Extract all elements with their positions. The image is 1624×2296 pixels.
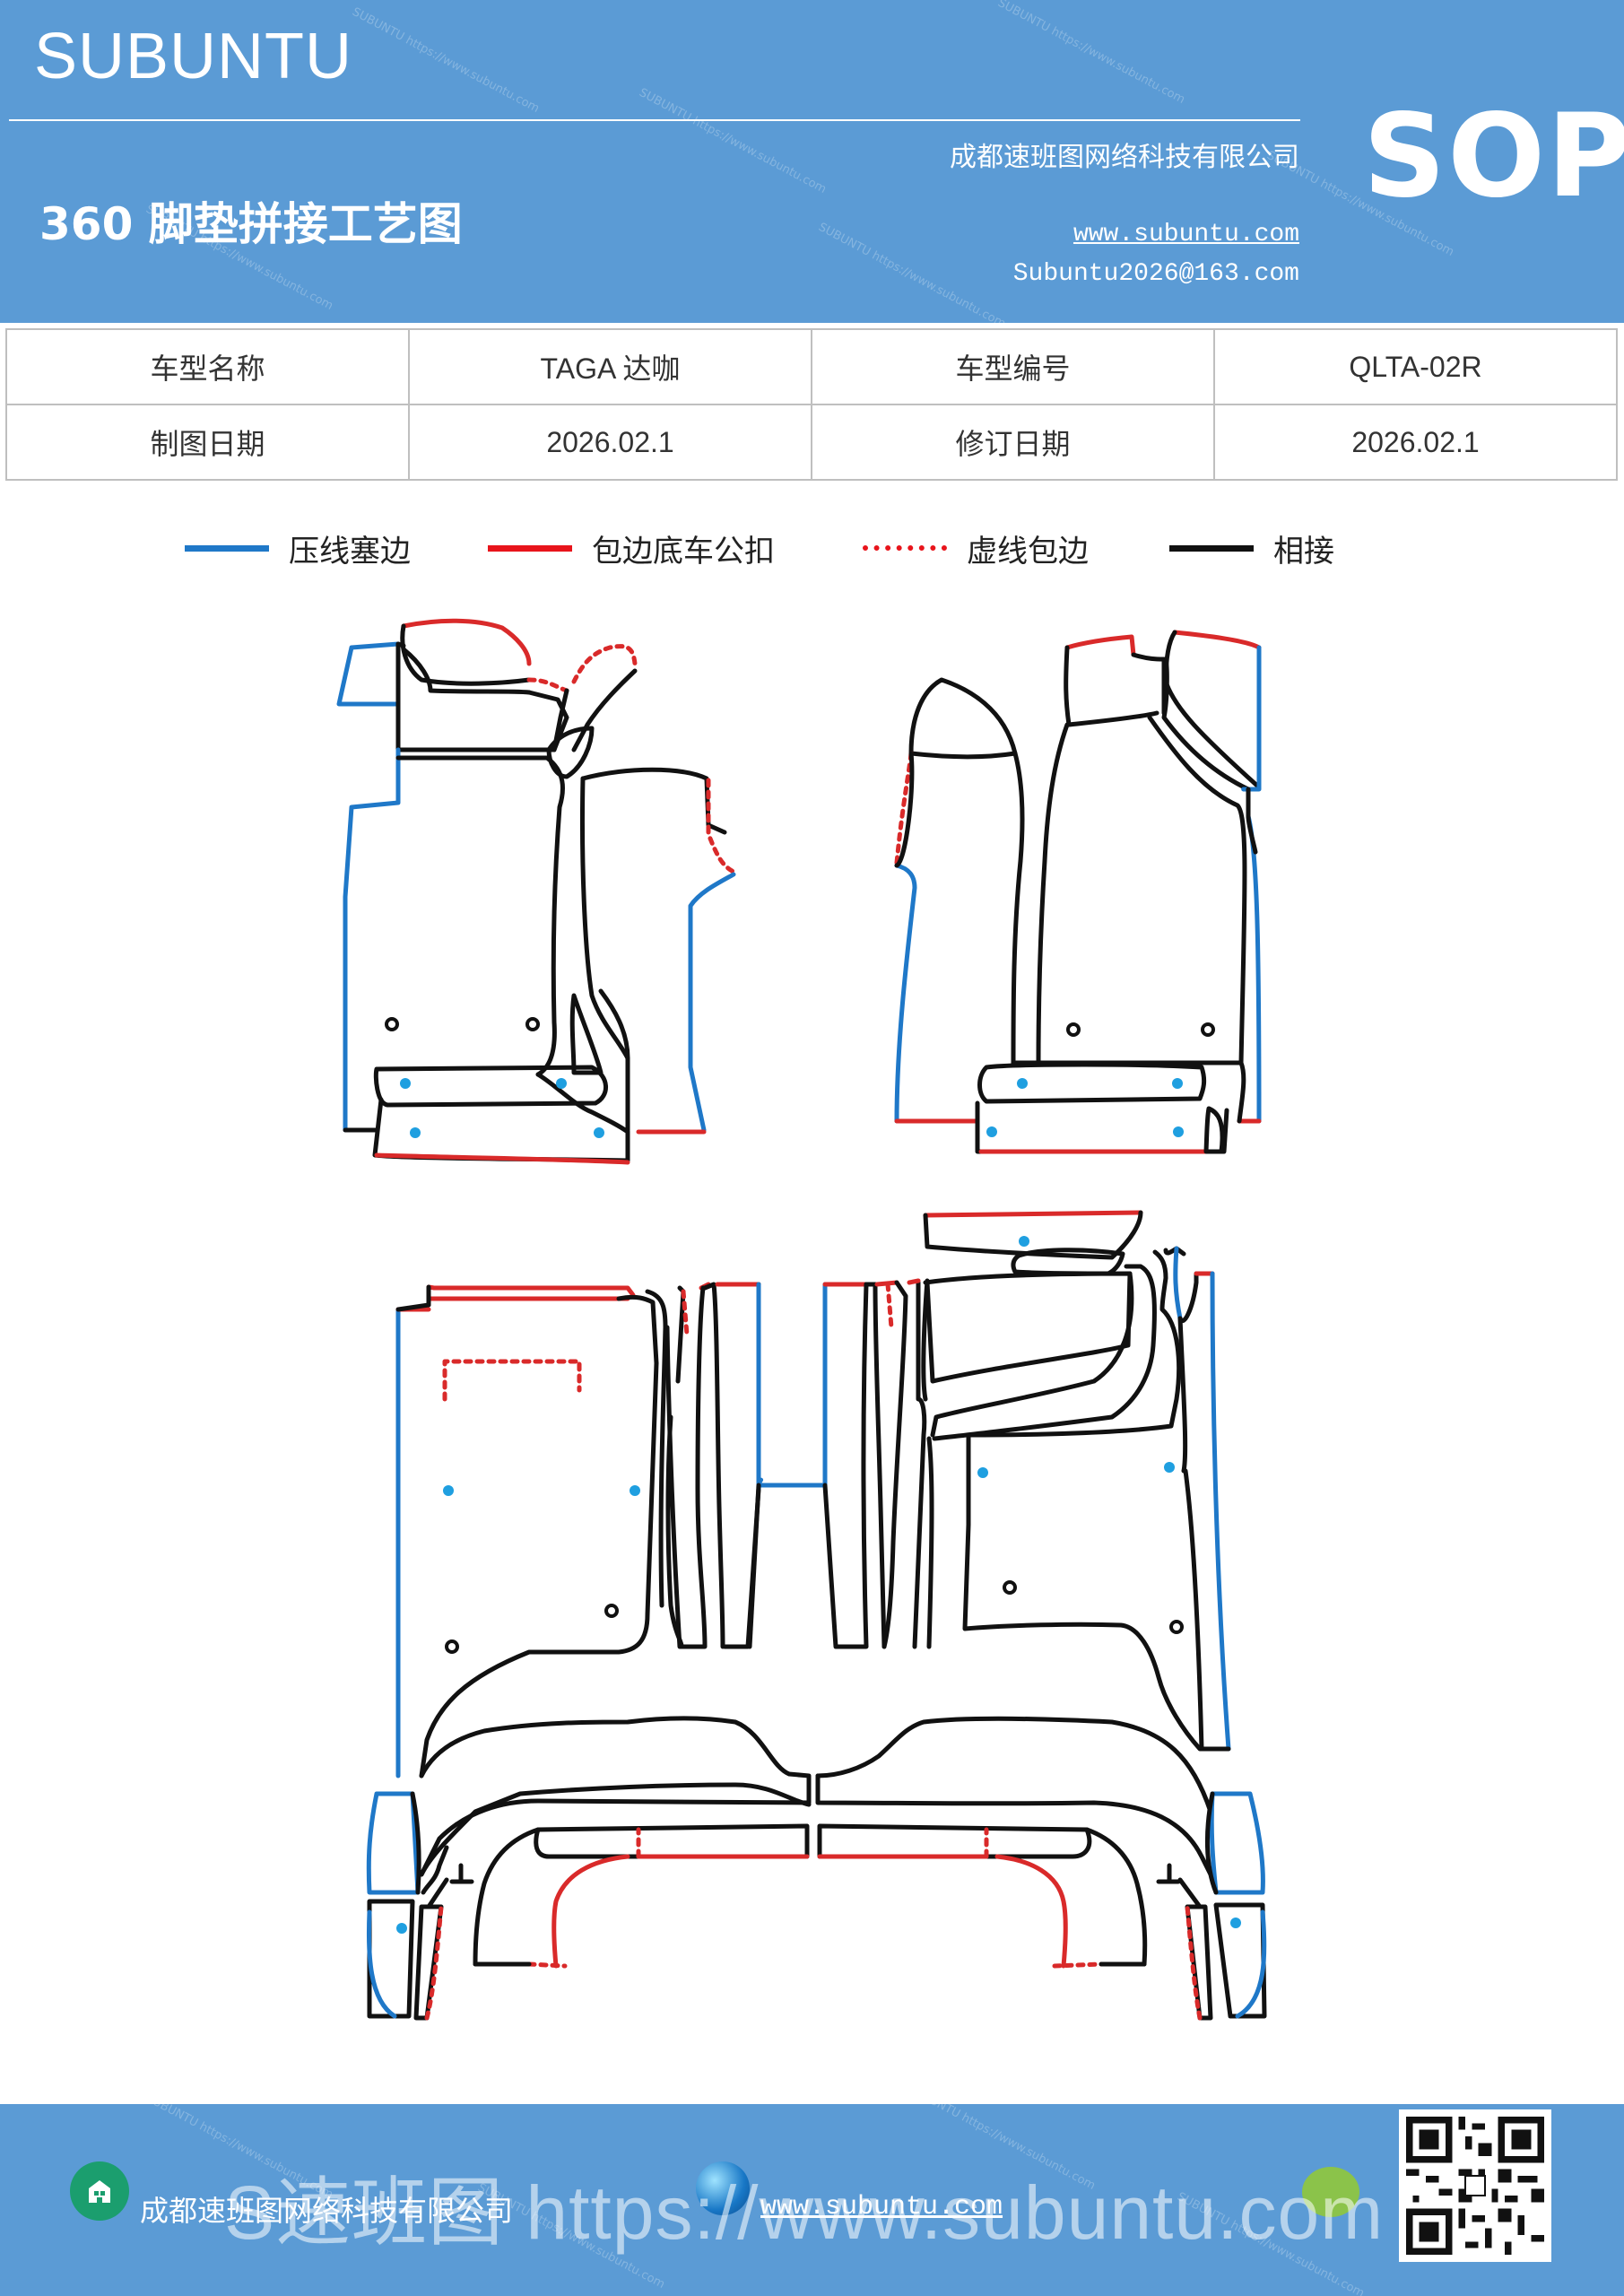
draw-date-value: 2026.02.1 [408, 404, 812, 481]
footer-banner: SUBUNTU https://www.subuntu.com SUBUNTU … [0, 2104, 1624, 2296]
table-row: 制图日期 2026.02.1 修订日期 2026.02.1 [5, 404, 1618, 481]
wechat-icon [1302, 2167, 1359, 2217]
building-icon [70, 2161, 129, 2221]
legend-label: 虚线包边 [967, 533, 1089, 570]
draw-date-label: 制图日期 [5, 404, 410, 481]
front-left-mat [336, 618, 736, 1165]
legend-swatch-black [1169, 544, 1254, 552]
legend-swatch-blue [185, 544, 269, 552]
revision-date-value: 2026.02.1 [1213, 404, 1618, 481]
model-code-label: 车型编号 [811, 328, 1215, 405]
legend-item-press-line: 压线塞边 [185, 526, 411, 570]
front-right-mat [894, 630, 1262, 1154]
footer-watermark-text: S速班图 https://www.subuntu.com [224, 2170, 1385, 2255]
watermark: SUBUNTU https://www.subuntu.com [350, 4, 542, 117]
watermark: SUBUNTU https://www.subuntu.com [816, 220, 1008, 323]
header-divider [9, 119, 1300, 121]
footer-company: 成都速班图网络科技有限公司 [140, 2194, 514, 2228]
legend-item-edge-clip: 包边底车公扣 [488, 526, 775, 570]
rear-mat [366, 1210, 1267, 2021]
legend-item-joint: 相接 [1169, 526, 1334, 570]
model-code-value: QLTA-02R [1213, 328, 1618, 405]
table-row: 车型名称 TAGA 达咖 车型编号 QLTA-02R [5, 328, 1618, 405]
model-name-label: 车型名称 [5, 328, 410, 405]
page-title: 360 脚垫拼接工艺图 [39, 198, 463, 250]
website-link[interactable]: www.subuntu.com [1073, 221, 1299, 248]
legend-swatch-red [488, 544, 572, 552]
watermark: SUBUNTU https://www.subuntu.com [995, 0, 1187, 108]
footer-website-link[interactable]: www.subuntu.com [760, 2192, 1003, 2222]
legend-label: 压线塞边 [289, 533, 411, 570]
revision-date-label: 修订日期 [811, 404, 1215, 481]
watermark: SUBUNTU https://www.subuntu.com [637, 85, 829, 197]
vehicle-info-table: 车型名称 TAGA 达咖 车型编号 QLTA-02R 制图日期 2026.02.… [5, 328, 1618, 481]
legend-label: 相接 [1273, 533, 1334, 570]
qr-code [1399, 2109, 1551, 2262]
floor-mat-diagram [336, 618, 1267, 2021]
legend-item-dotted-edge: 虚线包边 [863, 526, 1089, 570]
header-banner: SUBUNTU https://www.subuntu.com SUBUNTU … [0, 0, 1624, 323]
legend-label: 包边底车公扣 [592, 533, 775, 570]
legend-swatch-red-dotted [863, 545, 947, 551]
email-address: Subuntu2026@163.com [1012, 260, 1299, 288]
globe-icon [696, 2161, 750, 2215]
company-name: 成都速班图网络科技有限公司 [950, 142, 1299, 173]
sop-badge: SOP [1363, 90, 1624, 223]
brand-logo: SUBUNTU [34, 21, 353, 92]
model-name-value: TAGA 达咖 [408, 328, 812, 405]
line-legend: 压线塞边 包边底车公扣 虚线包边 相接 [0, 526, 1624, 570]
